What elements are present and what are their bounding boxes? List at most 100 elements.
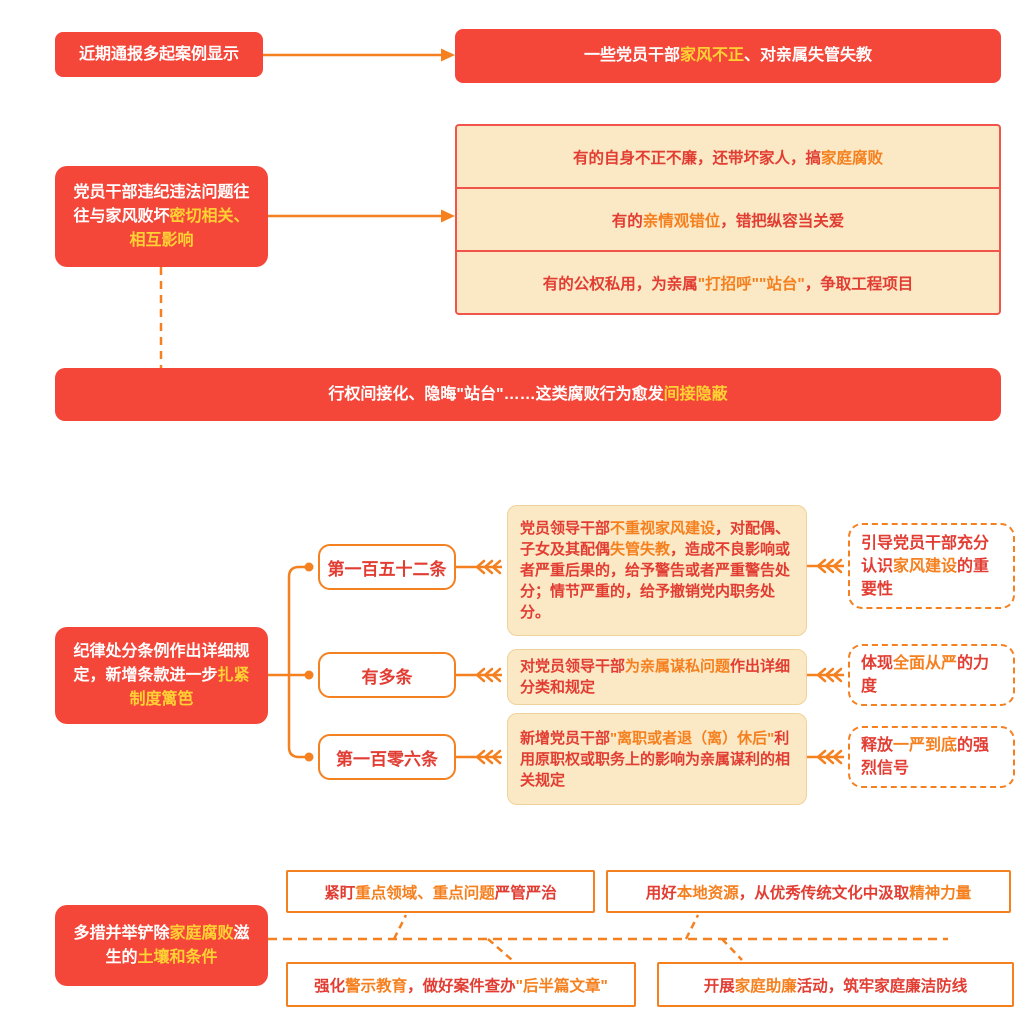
highlighted-text-segment: 警示教育 <box>345 977 408 995</box>
highlighted-text-segment: 一严到底 <box>893 737 958 754</box>
article-node: 第一百五十二条 <box>318 544 456 590</box>
text-segment: 的力度 <box>861 655 990 695</box>
highlighted-text-segment: 家风建设 <box>893 557 958 575</box>
problems-banner: 行权间接化、隐晦"站台"……这类腐败行为愈发间接隐蔽 <box>55 368 1001 421</box>
highlighted-text-segment: "后半篇文章" <box>515 977 608 995</box>
text-content: 紧盯重点领域、重点问题严管严治 <box>324 881 557 903</box>
highlighted-text-segment: 本地资源 <box>676 884 739 902</box>
text-segment: 作出详细分类和规定 <box>520 658 791 696</box>
text-content: 体现全面从严的力度 <box>861 652 1002 698</box>
problem-row: 有的自身不正不廉，还带坏家人，搞家庭腐败 <box>457 126 999 187</box>
text-segment: ，做好案件查办 <box>407 977 516 995</box>
text-segment: 有的自身不正不廉，还带坏家人，搞 <box>572 149 821 167</box>
text-content: 释放一严到底的强烈信号 <box>861 734 1002 780</box>
text-segment: 体现 <box>861 655 894 672</box>
text-segment: 党员干部违纪违法问题往往与家风败坏 <box>73 183 250 225</box>
regulations-lead-box: 纪律处分条例作出详细规定，新增条款进一步扎紧制度篱笆 <box>55 627 268 724</box>
article-detail-box: 党员领导干部不重视家风建设，对配偶、子女及其配偶失管失教，造成不良影响或者严重后… <box>507 505 807 636</box>
highlighted-text-segment: 土壤和条件 <box>137 948 218 966</box>
cases-lead-box: 近期通报多起案例显示 <box>55 32 263 77</box>
text-segment: 多措并举铲除 <box>73 924 170 942</box>
text-segment: 有的 <box>611 212 643 230</box>
text-segment: 对党员领导干部 <box>520 658 626 675</box>
text-content: 用好本地资源，从优秀传统文化中汲取精神力量 <box>646 881 972 903</box>
text-segment: 有多条 <box>361 667 413 687</box>
text-segment: 的重要性 <box>861 557 990 598</box>
highlighted-text-segment: 间接隐蔽 <box>663 385 728 403</box>
text-segment: 用好 <box>645 884 677 902</box>
text-content: 对党员领导干部为亲属谋私问题作出详细分类和规定 <box>520 656 794 698</box>
text-segment: ，错把纵容当关爱 <box>720 212 845 230</box>
significance-box: 释放一严到底的强烈信号 <box>848 726 1015 788</box>
text-content: 有的公权私用，为亲属"打招呼""站台"，争取工程项目 <box>543 272 913 294</box>
text-content: 引导党员干部充分认识家风建设的重要性 <box>861 532 1002 601</box>
text-segment: 的强烈信号 <box>861 737 990 777</box>
highlighted-text-segment: 家庭腐败 <box>821 149 884 167</box>
article-detail-box: 新增党员干部"离职或者退（离）休后"利用原职权或职务上的影响为亲属谋利的相关规定 <box>507 713 807 805</box>
text-segment: 开展 <box>703 977 735 995</box>
text-segment: 新增党员干部 <box>520 729 611 747</box>
text-segment: ，造成不良影响或者严重后果的，给予警告或者严重警告处分；情节严重的，给予撤销党内… <box>520 541 791 621</box>
highlighted-text-segment: 重点领域、重点问题 <box>355 884 495 902</box>
highlighted-text-segment: "打招呼""站台" <box>697 275 805 293</box>
highlighted-text-segment: 精神力量 <box>909 884 972 902</box>
problems-panel: 有的自身不正不廉，还带坏家人，搞家庭腐败 有的亲情观错位，错把纵容当关爱 有的公… <box>455 124 1001 315</box>
highlighted-text-segment: 扎紧制度篱笆 <box>129 666 250 708</box>
problems-lead-box: 党员干部违纪违法问题往往与家风败坏密切相关、相互影响 <box>55 166 268 267</box>
article-detail-box: 对党员领导干部为亲属谋私问题作出详细分类和规定 <box>507 649 807 705</box>
cases-conclusion-box: 一些党员干部家风不正、对亲属失管失教 <box>455 29 1001 83</box>
text-content: 有多条 <box>362 663 413 688</box>
text-segment: 一些党员干部 <box>583 47 680 64</box>
measure-box: 开展家庭助廉活动，筑牢家庭廉洁防线 <box>657 962 1014 1007</box>
text-segment: 释放 <box>861 737 894 754</box>
text-segment: 第一百五十二条 <box>327 559 447 579</box>
text-content: 第一百零六条 <box>336 745 438 770</box>
text-segment: ，争取工程项目 <box>804 275 914 293</box>
text-segment: 紧盯 <box>324 884 356 902</box>
problem-row: 有的亲情观错位，错把纵容当关爱 <box>457 187 999 250</box>
text-content: 有的自身不正不廉，还带坏家人，搞家庭腐败 <box>573 146 883 168</box>
text-segment: 滋生的 <box>105 924 250 966</box>
text-content: 多措并举铲除家庭腐败滋生的土壤和条件 <box>67 922 256 970</box>
text-content: 行权间接化、隐晦"站台"……这类腐败行为愈发间接隐蔽 <box>328 383 727 407</box>
significance-box: 体现全面从严的力度 <box>848 644 1015 706</box>
measure-box: 紧盯重点领域、重点问题严管严治 <box>286 870 595 913</box>
text-content: 强化警示教育，做好案件查办"后半篇文章" <box>314 974 608 996</box>
text-segment: 党员领导干部 <box>520 520 611 537</box>
branch-dot-icon <box>304 752 314 762</box>
text-content: 有的亲情观错位，错把纵容当关爱 <box>612 209 845 231</box>
highlighted-text-segment: 全面从严 <box>893 655 958 672</box>
text-content: 开展家庭助廉活动，筑牢家庭廉洁防线 <box>704 974 968 996</box>
text-content: 党员领导干部不重视家风建设，对配偶、子女及其配偶失管失教，造成不良影响或者严重后… <box>520 518 794 623</box>
bracket-connector <box>267 565 305 759</box>
highlighted-text-segment: 家庭腐败 <box>169 924 234 942</box>
branch-dot-icon <box>304 670 314 680</box>
text-segment: 有的公权私用，为亲属 <box>542 275 698 293</box>
text-content: 近期通报多起案例显示 <box>79 43 239 67</box>
highlighted-text-segment: "离职或者退（离）休后" <box>610 729 775 747</box>
text-content: 党员干部违纪违法问题往往与家风败坏密切相关、相互影响 <box>67 181 256 253</box>
highlighted-text-segment: 密切相关、相互影响 <box>129 207 250 249</box>
text-segment: 、对亲属失管失教 <box>744 47 873 64</box>
text-segment: ，从优秀传统文化中汲取 <box>738 884 910 902</box>
highlighted-text-segment: 家庭助廉 <box>734 977 797 995</box>
highlighted-text-segment: 家风不正 <box>679 47 744 64</box>
highlighted-text-segment: 为亲属谋私问题 <box>625 658 731 675</box>
text-segment: 近期通报多起案例显示 <box>78 45 239 63</box>
arrowhead-icon <box>441 209 455 223</box>
article-node: 有多条 <box>318 652 456 698</box>
text-segment: 引导党员干部充分认识 <box>861 534 990 575</box>
arrowhead-icon <box>441 48 455 62</box>
highlighted-text-segment: 亲情观错位 <box>642 212 721 230</box>
measures-lead-box: 多措并举铲除家庭腐败滋生的土壤和条件 <box>55 905 268 986</box>
text-segment: 活动，筑牢家庭廉洁防线 <box>796 977 968 995</box>
text-content: 第一百五十二条 <box>328 555 447 580</box>
text-content: 纪律处分条例作出详细规定，新增条款进一步扎紧制度篱笆 <box>67 640 256 712</box>
branch-dot-icon <box>304 562 314 572</box>
article-node: 第一百零六条 <box>318 734 456 780</box>
text-segment: 行权间接化、隐晦"站台"……这类腐败行为愈发 <box>328 385 664 403</box>
text-segment: 纪律处分条例作出详细规定，新增条款进一步 <box>73 642 250 684</box>
highlighted-text-segment: 不重视家风建设 <box>610 520 716 537</box>
measure-box: 强化警示教育，做好案件查办"后半篇文章" <box>286 962 636 1007</box>
